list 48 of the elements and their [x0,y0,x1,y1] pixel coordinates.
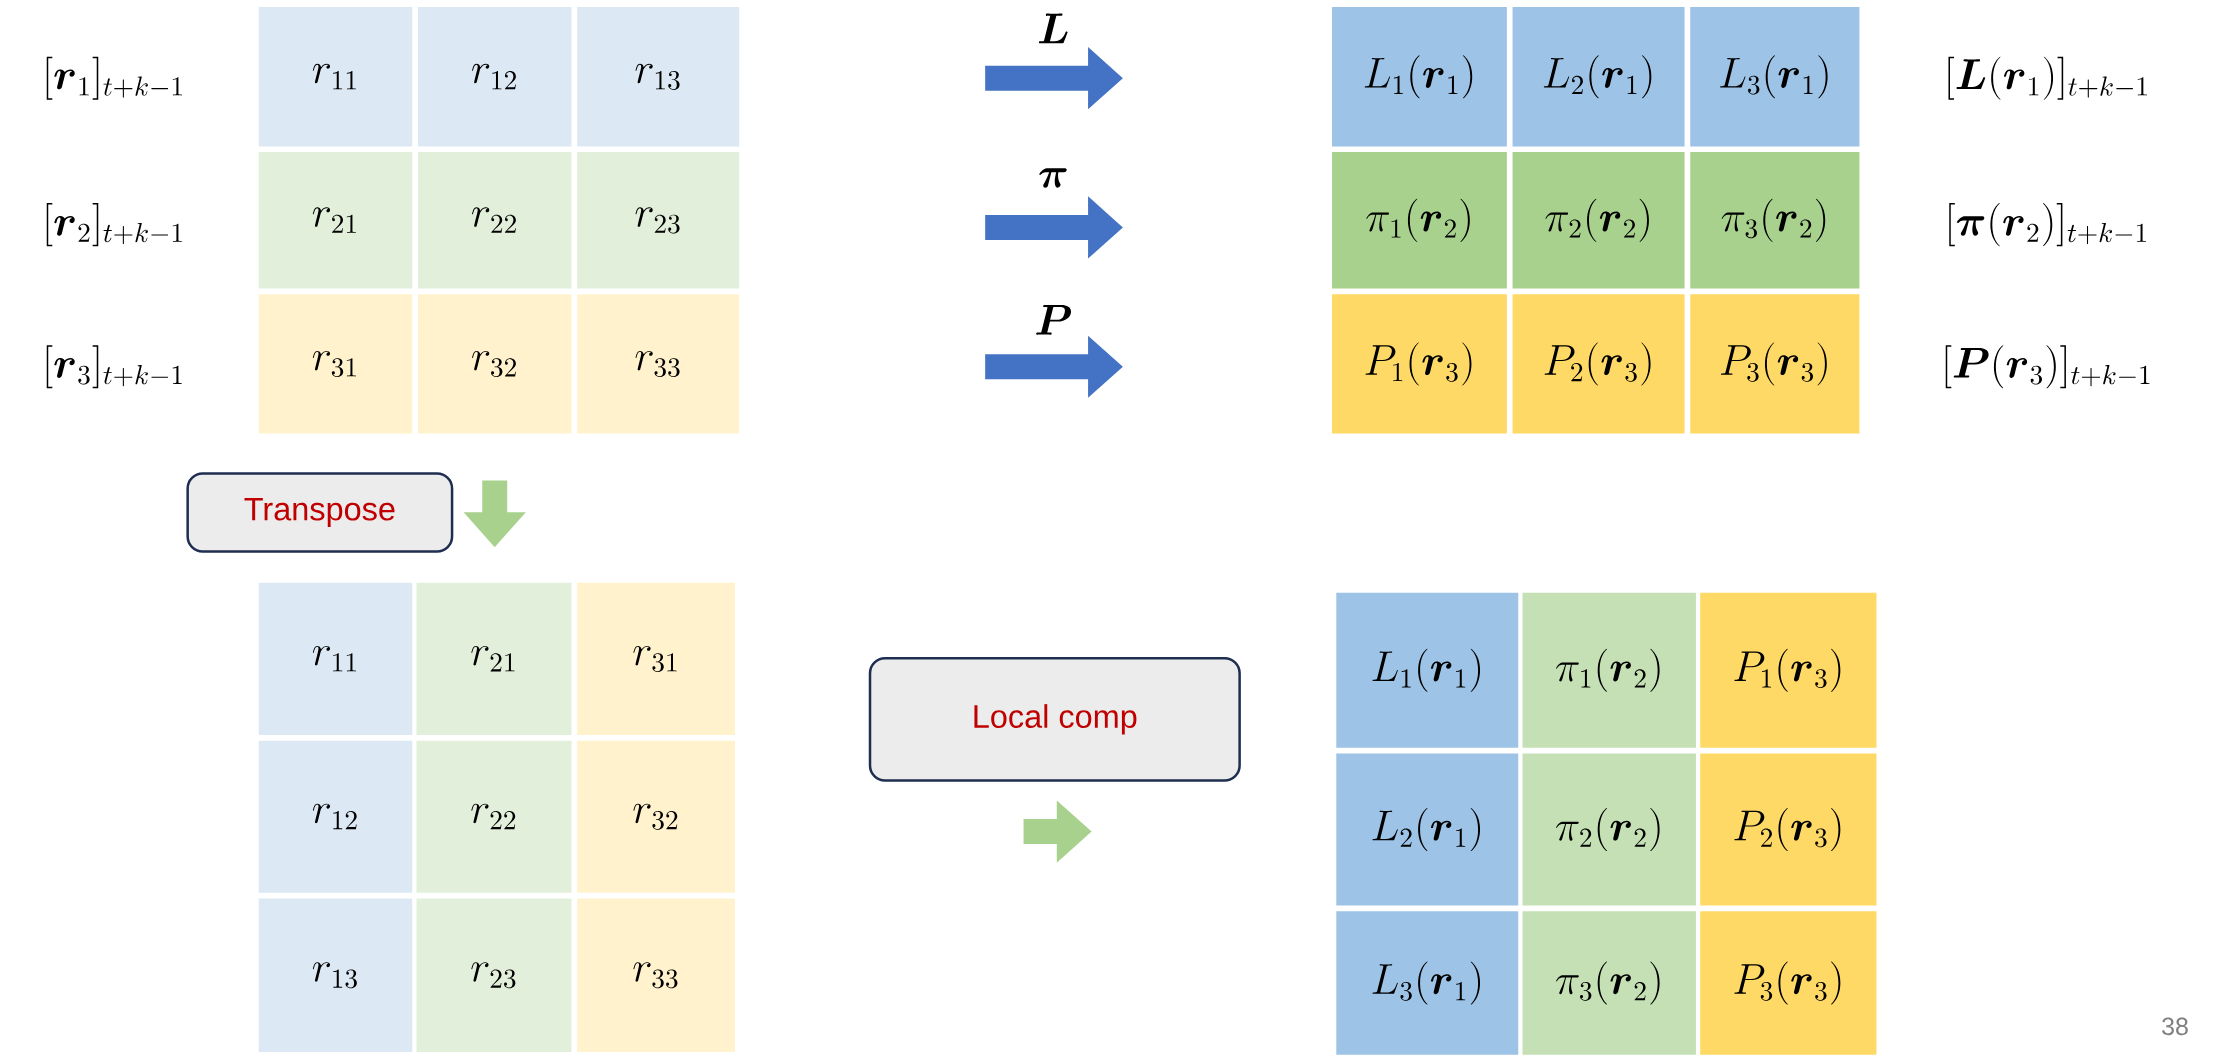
table-cell: $\pi_2(\boldsymbol{r}_2)$ [1522,753,1696,906]
table-cell: $r_{21}$ [416,582,572,735]
table-cell: $P_1(\boldsymbol{r}_3)$ [1700,592,1877,748]
table-cell: $r_{23}$ [577,152,740,289]
table-cell: $L_3(\boldsymbol{r}_1)$ [1336,911,1519,1055]
table-cell: $P_2(\boldsymbol{r}_3)$ [1512,294,1685,434]
row-label: $[\boldsymbol{r}_2]_{t+k-1}$ [46,203,182,247]
table-cell: $\pi_3(\boldsymbol{r}_2)$ [1690,152,1860,289]
table-cell: $P_3(\boldsymbol{r}_3)$ [1700,911,1877,1055]
table-cell: $\pi_1(\boldsymbol{r}_2)$ [1332,152,1507,289]
arrow-label: $\boldsymbol{L}$ [1038,13,1068,44]
table-cell: $r_{22}$ [417,152,572,289]
table-cell: $L_2(\boldsymbol{r}_1)$ [1336,753,1519,906]
table-cell: $r_{11}$ [258,7,413,147]
table-cell: $r_{33}$ [577,294,740,434]
table-cell: $r_{22}$ [416,740,572,893]
table-cell: $L_3(\boldsymbol{r}_1)$ [1690,7,1860,147]
row-label: $[\boldsymbol{\pi}(\boldsymbol{r}_2)]_{t+k-1}$ [1949,203,2146,247]
table-cell: $\pi_1(\boldsymbol{r}_2)$ [1522,592,1696,748]
table-cell: $L_2(\boldsymbol{r}_1)$ [1512,7,1685,147]
table-cell: $r_{12}$ [258,740,413,893]
table-cell: $r_{31}$ [577,582,735,735]
row-label: $[\boldsymbol{r}_1]_{t+k-1}$ [46,56,182,100]
table-cell: $r_{32}$ [417,294,572,434]
row-label: $[\boldsymbol{r}_3]_{t+k-1}$ [46,345,182,389]
page-number: 38 [2162,1017,2188,1036]
table-cell: $P_1(\boldsymbol{r}_3)$ [1332,294,1507,434]
table-cell: $r_{12}$ [417,7,572,147]
table-cell: $r_{32}$ [577,740,735,893]
arrow-label: $\boldsymbol{P}$ [1036,305,1071,335]
table-cell: $r_{31}$ [258,294,413,434]
table-cell: $\pi_2(\boldsymbol{r}_2)$ [1512,152,1685,289]
table-cell: $r_{13}$ [577,7,740,147]
table-cell: $r_{13}$ [258,898,413,1052]
table-cell: $L_1(\boldsymbol{r}_1)$ [1336,592,1519,748]
process-box: Local comp [868,656,1241,782]
table-cell: $P_2(\boldsymbol{r}_3)$ [1700,753,1877,906]
table-cell: $r_{11}$ [258,582,413,735]
table-cell: $r_{23}$ [416,898,572,1052]
arrow-label: $\boldsymbol{\pi}$ [1039,168,1067,188]
process-box: Transpose [186,472,454,553]
table-cell: $\pi_3(\boldsymbol{r}_2)$ [1522,911,1696,1055]
table-cell: $L_1(\boldsymbol{r}_1)$ [1332,7,1507,147]
row-label: $[\boldsymbol{P}(\boldsymbol{r}_3)]_{t+k-1}$ [1945,345,2150,389]
table-cell: $r_{33}$ [577,898,735,1052]
row-label: $[\boldsymbol{L}(\boldsymbol{r}_1)]_{t+k-1}$ [1948,56,2147,100]
table-cell: $r_{21}$ [258,152,413,289]
table-cell: $P_3(\boldsymbol{r}_3)$ [1690,294,1860,434]
